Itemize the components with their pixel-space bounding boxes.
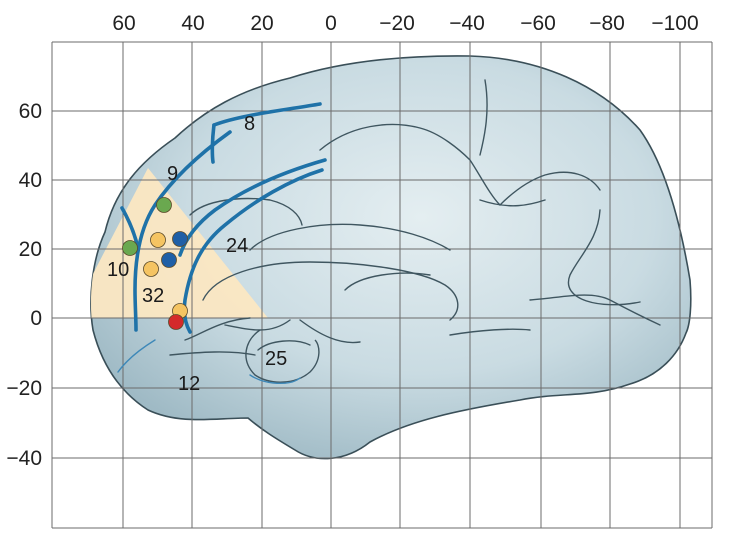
marker-red-1 (169, 315, 184, 330)
x-tick: −40 (449, 12, 485, 35)
x-tick: 0 (325, 12, 337, 35)
y-tick: 40 (19, 169, 42, 192)
marker-blue-1 (173, 232, 188, 247)
x-tick: 40 (181, 12, 204, 35)
y-tick: −40 (6, 447, 42, 470)
x-tick: −60 (520, 12, 556, 35)
x-axis-ticks: 60 40 20 0 −20 −40 −60 −80 −100 (112, 12, 698, 35)
area-label-32: 32 (142, 285, 164, 307)
x-tick: −80 (589, 12, 625, 35)
x-tick: −100 (651, 12, 698, 35)
x-tick: 20 (250, 12, 273, 35)
area-label-10: 10 (107, 259, 129, 281)
y-tick: 0 (30, 307, 42, 330)
area-label-24: 24 (226, 235, 248, 257)
y-tick: −20 (6, 377, 42, 400)
area-label-25: 25 (265, 348, 287, 370)
x-tick: −20 (379, 12, 415, 35)
y-tick: 20 (19, 238, 42, 261)
area-label-9: 9 (167, 163, 178, 185)
y-axis-ticks: 60 40 20 0 −20 −40 (6, 100, 42, 470)
marker-blue-2 (162, 253, 177, 268)
x-tick: 60 (112, 12, 135, 35)
marker-yellow-1 (151, 233, 166, 248)
marker-green-2 (123, 241, 138, 256)
marker-green-1 (157, 198, 172, 213)
y-tick: 60 (19, 100, 42, 123)
area-label-12: 12 (178, 373, 200, 395)
marker-yellow-2 (144, 262, 159, 277)
area-label-8: 8 (244, 113, 255, 135)
